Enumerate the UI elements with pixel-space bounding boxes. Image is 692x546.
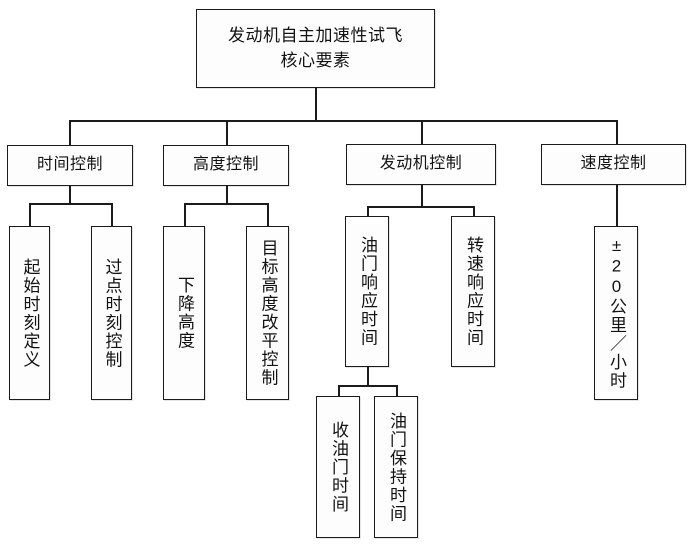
node-throttle-retard-time-label: 收油门时间 [329,420,349,514]
node-start-moment-definition-label: 起始时刻定义 [20,257,40,369]
connector-drop-start-moment-definition [29,203,31,226]
connector-bus-throttle-response-time [338,385,396,387]
node-time-control-label: 时间控制 [36,156,103,174]
node-throttle-hold-time-label: 油门保持时间 [387,411,407,523]
connector-drop-engine-control [421,120,423,145]
connector-stem-altitude-control [226,186,228,204]
node-waypoint-moment-control[interactable]: 过点时刻控制 [91,226,132,400]
node-throttle-hold-time[interactable]: 油门保持时间 [374,396,418,538]
node-rotor-speed-response-time[interactable]: 转速响应时间 [451,216,495,367]
node-speed-tolerance-label: ±20公里／小时 [607,236,627,390]
connector-stem-time-control [69,186,71,204]
node-start-moment-definition[interactable]: 起始时刻定义 [9,226,50,400]
connector-drop-speed-control [616,120,618,145]
node-time-control[interactable]: 时间控制 [7,145,133,186]
connector-drop-target-altitude-level-off-control [267,203,269,226]
node-throttle-retard-time[interactable]: 收油门时间 [316,396,360,538]
node-altitude-control[interactable]: 高度控制 [163,145,289,186]
connector-stem-throttle-response-time [367,367,369,386]
node-engine-control[interactable]: 发动机控制 [346,144,496,185]
connector-root-stem [315,88,317,121]
node-root-label: 发动机自主加速性试飞 核心要素 [228,25,403,70]
connector-drop-throttle-retard-time [338,385,340,396]
connector-stem-speed-control [616,185,618,226]
connector-drop-throttle-hold-time [396,385,398,396]
connector-bus-time-control [29,203,111,205]
node-waypoint-moment-control-label: 过点时刻控制 [102,257,122,369]
connector-drop-altitude-control [226,120,228,145]
connector-stem-engine-control [421,185,423,207]
node-descent-altitude-label: 下降高度 [175,276,195,350]
connector-level2-bus [69,120,617,122]
connector-drop-rotor-speed-response-time [473,206,475,217]
node-rotor-speed-response-time-label: 转速响应时间 [464,236,484,347]
connector-bus-engine-control [367,206,474,208]
connector-drop-descent-altitude [184,203,186,226]
connector-drop-waypoint-moment-control [111,203,113,226]
node-root[interactable]: 发动机自主加速性试飞 核心要素 [196,9,435,88]
connector-drop-time-control [69,120,71,145]
node-throttle-response-time[interactable]: 油门响应时间 [345,216,389,367]
node-descent-altitude[interactable]: 下降高度 [163,226,205,400]
connector-drop-throttle-response-time [367,206,369,217]
node-target-altitude-level-off-control[interactable]: 目标高度改平控制 [246,226,289,400]
node-speed-control[interactable]: 速度控制 [541,144,686,185]
node-engine-control-label: 发动机控制 [379,155,463,173]
node-throttle-response-time-label: 油门响应时间 [358,236,378,347]
node-speed-tolerance[interactable]: ±20公里／小时 [594,226,638,400]
node-altitude-control-label: 高度控制 [192,156,259,174]
connector-bus-altitude-control [184,203,268,205]
node-speed-control-label: 速度控制 [580,155,647,173]
node-target-altitude-level-off-control-label: 目标高度改平控制 [258,239,278,387]
